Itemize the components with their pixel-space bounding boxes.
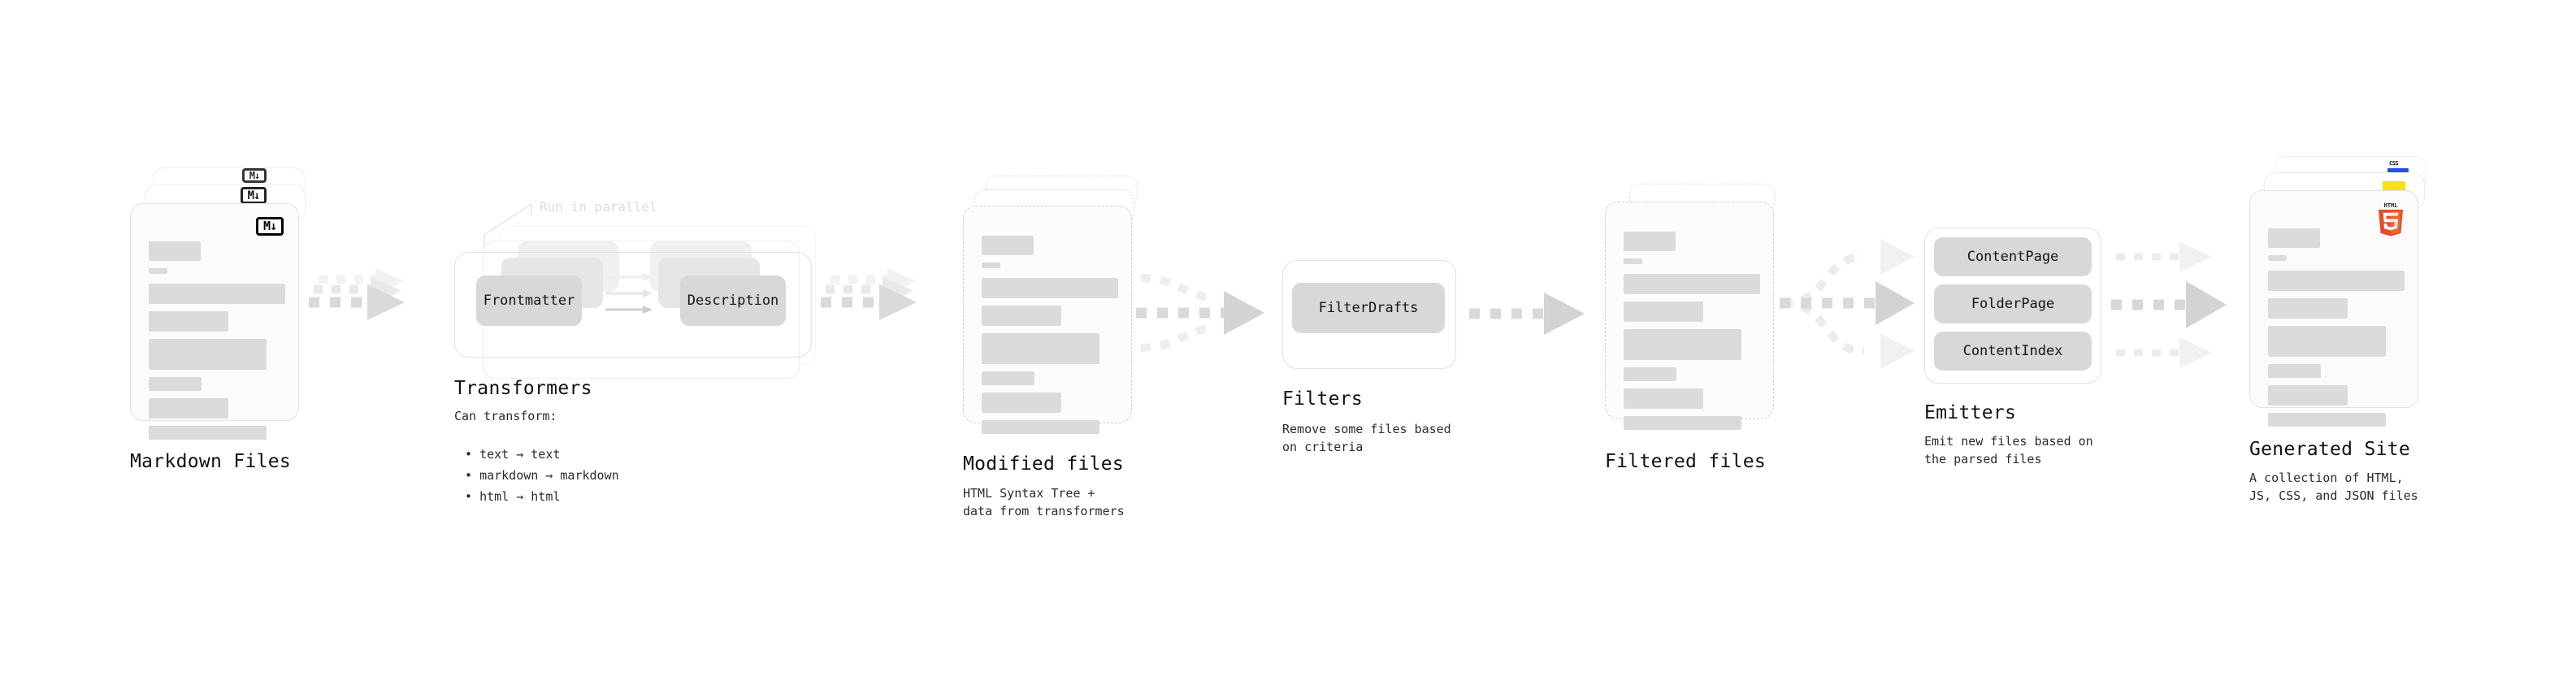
css-badge-label: CSS <box>2389 160 2399 167</box>
filtered-card-placeholder-lines <box>1624 232 1760 437</box>
modified-card-front <box>963 206 1132 434</box>
transformer-bullet-1-label: text → text <box>479 446 561 462</box>
caption-title-emitters: Emitters <box>1924 402 2017 423</box>
markdown-icon-ghost-mid: M↓ <box>241 187 267 204</box>
markdown-card-placeholder-lines <box>149 241 285 447</box>
run-in-parallel-label: Run in parallel <box>540 199 657 215</box>
transformer-bullet-2-label: markdown → markdown <box>479 467 619 483</box>
caption-title-transformers: Transformers <box>454 378 592 399</box>
emitter-chip-contentpage[interactable]: ContentPage <box>1934 237 2092 276</box>
emitter-chip-folderpage[interactable]: FolderPage <box>1934 284 2092 323</box>
markdown-icon: M↓ <box>256 217 284 236</box>
transformer-bullet-3: • html → html <box>465 488 561 504</box>
transformer-group-front <box>454 252 812 358</box>
caption-title-filtered-files: Filtered files <box>1605 451 1767 472</box>
transformer-bullet-2: • markdown → markdown <box>465 467 619 483</box>
transformer-inner-arrows <box>605 273 653 314</box>
filter-chip-filterdrafts[interactable]: FilterDrafts <box>1292 283 1445 333</box>
emitter-chip-contentindex[interactable]: ContentIndex <box>1934 332 2092 371</box>
caption-sub-filters: Remove some files based on criteria <box>1282 422 1451 454</box>
transformer-chip-frontmatter[interactable]: Frontmatter <box>476 275 582 326</box>
run-in-parallel-bracket <box>484 203 532 248</box>
caption-sub-emitters: Emit new files based on the parsed files <box>1924 434 2093 466</box>
svg-text:HTML: HTML <box>2384 202 2398 209</box>
transformer-bullet-3-label: html → html <box>479 488 561 504</box>
css-badge <box>2387 168 2409 172</box>
transformer-chip-description[interactable]: Description <box>680 275 786 326</box>
caption-sub-generated-site: A collection of HTML, JS, CSS, and JSON … <box>2249 471 2418 503</box>
transformer-bullet-1: • text → text <box>465 446 561 462</box>
site-card-placeholder-lines <box>2268 228 2405 434</box>
caption-title-markdown-files: Markdown Files <box>130 451 292 472</box>
caption-sub-modified-files: HTML Syntax Tree + data from transformer… <box>963 486 1125 518</box>
caption-title-filters: Filters <box>1282 388 1364 410</box>
modified-card-placeholder-lines <box>982 236 1118 441</box>
markdown-icon-ghost-back: M↓ <box>242 168 267 183</box>
markdown-card-front: M↓ <box>130 203 299 440</box>
caption-sub-transformers: Can transform: <box>454 409 557 423</box>
site-card-front: HTML <box>2249 190 2418 427</box>
html5-icon: HTML <box>2379 202 2403 236</box>
filtered-card-front <box>1605 202 1774 430</box>
caption-title-generated-site: Generated Site <box>2249 439 2411 460</box>
caption-title-modified-files: Modified files <box>963 453 1125 475</box>
